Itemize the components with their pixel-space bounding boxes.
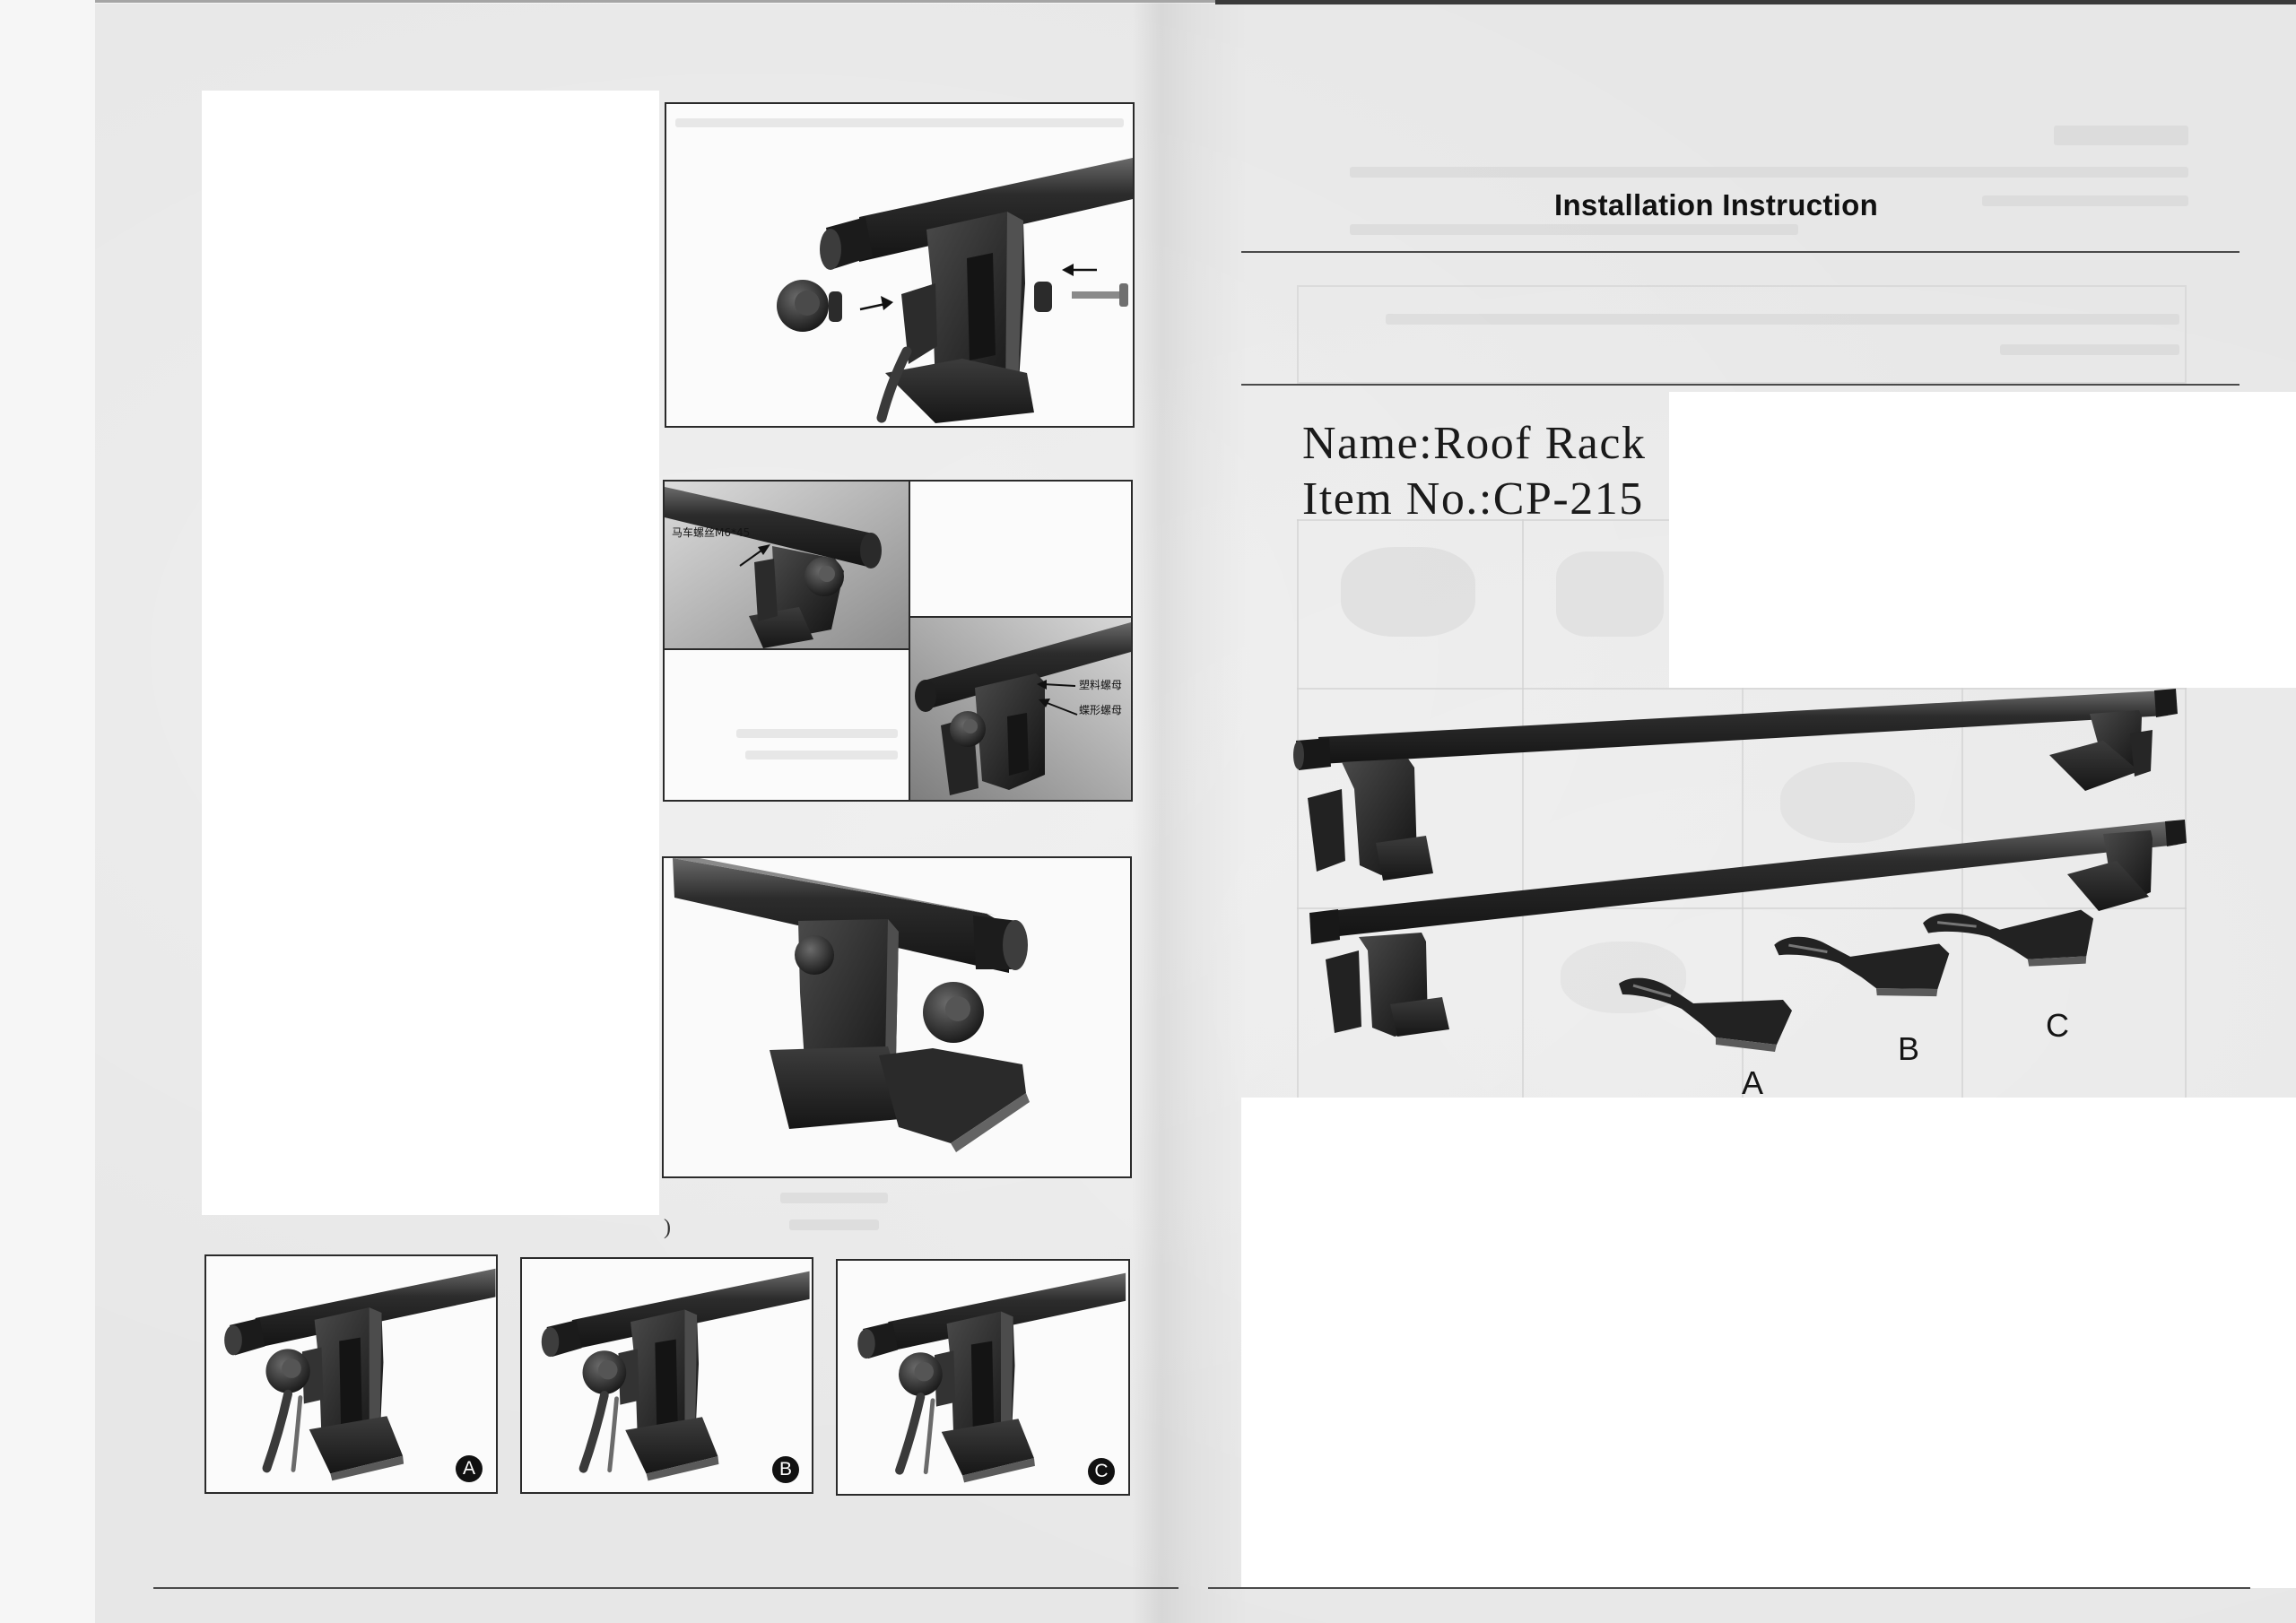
arrow-icon [739, 544, 770, 567]
divider-horizontal-left [665, 648, 909, 650]
bleed-through-text [1350, 167, 2188, 178]
figure-foot-exploded [665, 102, 1135, 428]
rack-bar-rear [1309, 820, 2187, 944]
bleed-through-text [675, 118, 1124, 127]
bleed-through-shape [1556, 551, 1664, 637]
divider-vertical [909, 482, 910, 800]
bleed-through-grid [1961, 688, 1963, 1098]
rack-foot-rear-left [1326, 933, 1449, 1037]
foot-variant-a-drawing [206, 1256, 496, 1492]
white-patch-right-top [1669, 392, 2296, 688]
figure-fastener-detail: 马车螺丝M6*45 [663, 480, 1133, 802]
clip-label-c: C [2046, 1007, 2069, 1044]
bleed-through-text [1982, 195, 2188, 206]
footer-rule-left [153, 1587, 1178, 1589]
badge-b: B [772, 1456, 799, 1483]
bleed-through-shape [1341, 547, 1475, 637]
rack-bar [665, 487, 882, 568]
title-rule-top [1241, 251, 2239, 253]
rack-bar-front [1293, 689, 2178, 770]
page-fold-shadow [1132, 0, 1248, 1623]
bleed-through-text [2000, 344, 2179, 355]
divider-horizontal-right [909, 616, 1131, 618]
bleed-through-text [745, 751, 898, 759]
foot-variant-c: C [836, 1259, 1130, 1496]
rack-bar [673, 858, 1028, 973]
bleed-through-grid [1297, 907, 2187, 909]
bleed-through-grid [1297, 519, 1669, 521]
figure-foot-closeup [662, 856, 1132, 1178]
clip-label-a: A [1742, 1064, 1764, 1101]
scan-edge-right [1215, 0, 2296, 4]
rack-foot-front-right [2049, 710, 2152, 791]
product-name: Name:Roof Rack [1302, 418, 1647, 469]
white-patch-right-bottom [1241, 1098, 2296, 1588]
bleed-through-grid [2185, 688, 2187, 1098]
knob-icon [804, 557, 844, 596]
arrow-right-icon [859, 296, 893, 311]
knob-icon [795, 935, 834, 975]
badge-c: C [1088, 1458, 1115, 1485]
stray-mark: ) [664, 1216, 671, 1239]
fitting-clip-c [1923, 909, 2094, 967]
bleed-through-shape [1780, 762, 1915, 843]
foot-closeup-drawing [664, 858, 1130, 1176]
white-patch-left [202, 91, 659, 1215]
bleed-through-grid [1297, 688, 2187, 690]
page-title: Installation Instruction [1554, 188, 1879, 221]
arrow-icon [1037, 680, 1076, 690]
label-plastic-nut: 塑料螺母 [1079, 679, 1123, 691]
arrow-left-icon [1062, 264, 1097, 276]
rack-foot-rear-right [2067, 830, 2152, 911]
footer-rule-right [1208, 1587, 2250, 1589]
knob-icon [950, 711, 986, 747]
foot-bracket [876, 212, 1034, 423]
label-carriage-bolt: 马车螺丝M6*45 [672, 526, 751, 539]
foot-variant-b-drawing [522, 1259, 812, 1492]
foot-variant-b: B [520, 1257, 813, 1494]
bleed-through-text [780, 1193, 888, 1203]
bleed-through-text [736, 729, 898, 738]
bleed-through-text [1350, 224, 1798, 235]
clip-label-b: B [1898, 1030, 1920, 1067]
bolt-icon [1072, 283, 1128, 307]
label-wing-nut: 蝶形螺母 [1079, 704, 1123, 716]
roof-rack-product-photo [1293, 689, 2187, 1052]
rack-foot-front-left [1308, 759, 1433, 881]
bleed-through-text [2054, 126, 2188, 145]
spacer-icon [1034, 282, 1052, 312]
nut-assembly-photo [910, 618, 1131, 800]
title-rule-bottom [1241, 384, 2239, 386]
fitting-clip-b [1774, 936, 1950, 997]
bleed-through-text [789, 1219, 879, 1230]
knob-icon [923, 982, 984, 1043]
scan-edge-left [95, 0, 1215, 3]
arrow-icon [1039, 699, 1078, 716]
foot-exploded-drawing [777, 158, 1133, 423]
foot-variant-a: A [204, 1254, 498, 1494]
fitting-clip-a [1619, 977, 1792, 1052]
bleed-through-grid [1297, 519, 1299, 1098]
bleed-through-box [1297, 285, 2187, 384]
bleed-through-grid [1522, 519, 1524, 1098]
item-number: Item No.:CP-215 [1302, 473, 1644, 525]
bleed-through-text [1386, 314, 2179, 325]
badge-a: A [456, 1455, 483, 1482]
carriage-bolt-photo [665, 482, 909, 648]
knob-icon [777, 280, 842, 332]
foot-variant-c-drawing [838, 1261, 1128, 1494]
bleed-through-grid [1742, 688, 1744, 1098]
